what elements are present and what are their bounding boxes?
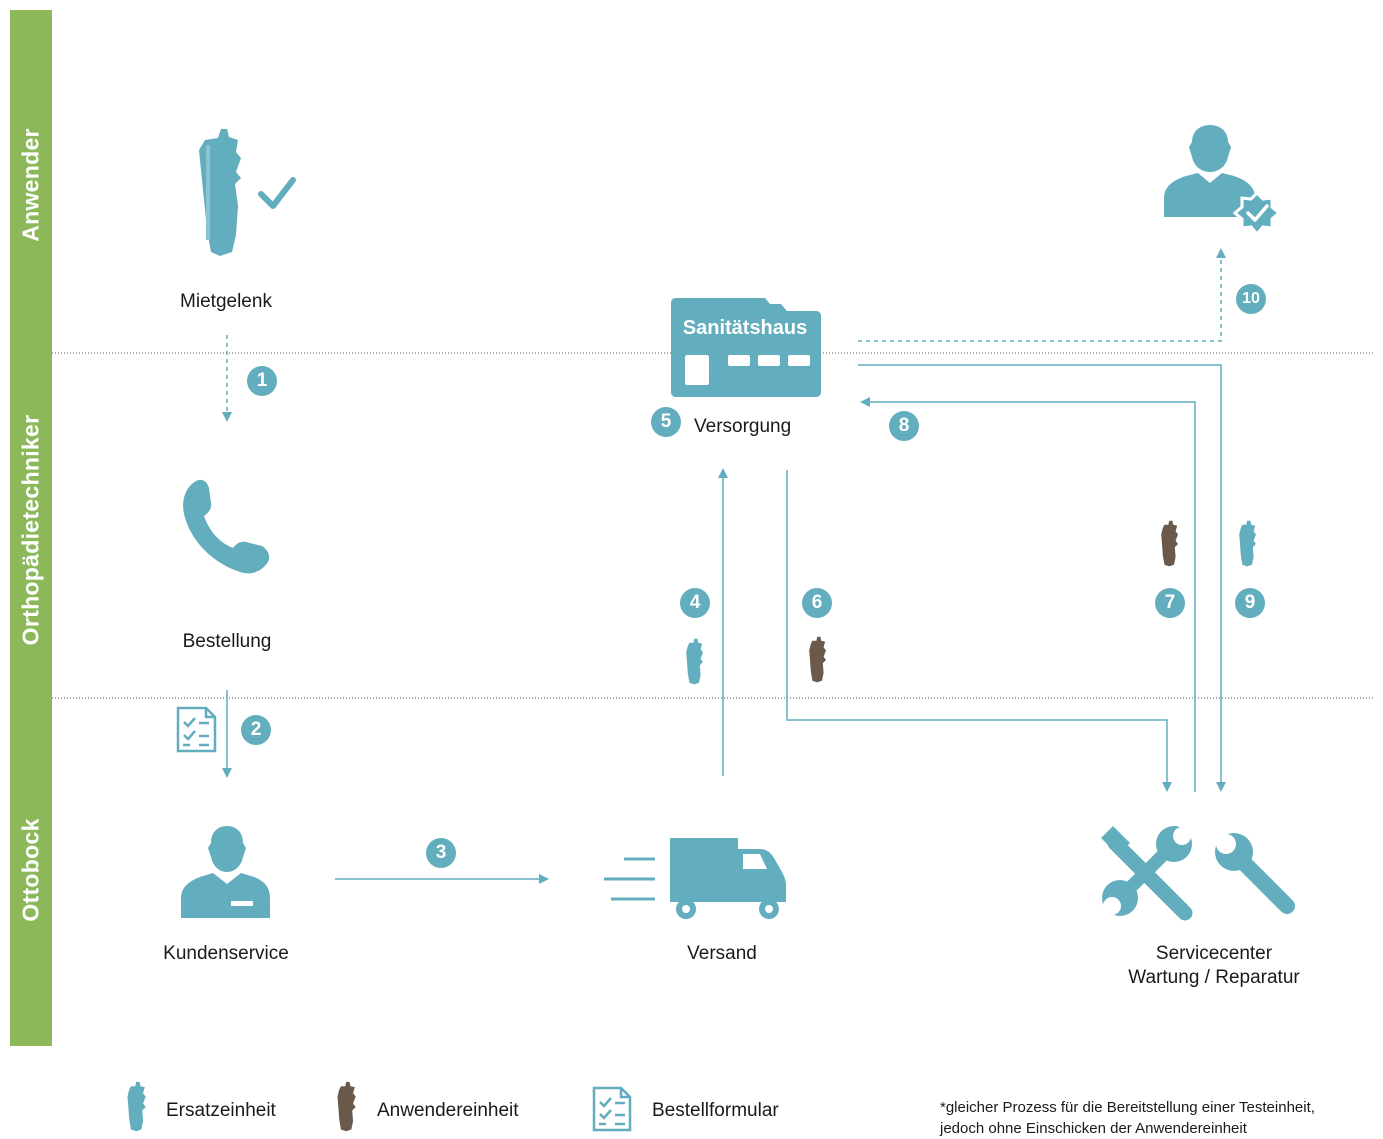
- service-agent-icon: [181, 826, 270, 918]
- lane-bar-ottobock: [10, 698, 52, 1046]
- truck-icon: [604, 838, 786, 919]
- footnote-line-1: *gleicher Prozess für die Bereitstellung…: [940, 1099, 1315, 1116]
- footnote-line-2: jedoch ohne Einschicken der Anwendereinh…: [940, 1120, 1247, 1137]
- lane-label-ottobock: Ottobock: [17, 818, 44, 922]
- step-badge-3: 3: [426, 838, 456, 868]
- legend-label-anwendereinheit: Anwendereinheit: [377, 1100, 519, 1121]
- node-label-servicecenter: Servicecenter: [1155, 943, 1273, 964]
- verified-user-icon: [1164, 125, 1282, 237]
- step-badge-6: 6: [802, 588, 832, 618]
- node-label-kundenservice: Kundenservice: [163, 943, 289, 964]
- lane-bar-orthopaedietechniker: [10, 353, 52, 698]
- lane-bar-anwender: [10, 10, 52, 353]
- step-badge-8: 8: [889, 411, 919, 441]
- lane-label-anwender: Anwender: [17, 128, 44, 242]
- user-unit-icon-step-6: [809, 636, 826, 683]
- lane-label-orthopaedietechniker: Orthopädietechniker: [17, 414, 44, 646]
- legend-replacement-unit-icon: [127, 1081, 146, 1132]
- legend-user-unit-icon: [337, 1081, 356, 1132]
- arrow-step-9: [858, 364, 1226, 792]
- replacement-unit-icon-step-4: [686, 638, 703, 685]
- arrow-step-6: [786, 470, 1172, 792]
- phone-icon: [183, 479, 270, 574]
- step-badge-9: 9: [1235, 588, 1265, 618]
- step-badge-10: 10: [1236, 284, 1266, 314]
- step-badge-2: 2: [241, 715, 271, 745]
- node-label-mietgelenk: Mietgelenk: [180, 291, 272, 312]
- step-badge-4: 4: [680, 588, 710, 618]
- node-label-versorgung: Versorgung: [694, 416, 792, 437]
- checkmark-icon: [258, 177, 296, 209]
- footnote: *gleicher Prozess für die Bereitstellung…: [940, 1097, 1315, 1139]
- wrench-icon: [1215, 833, 1295, 914]
- replacement-unit-icon-step-9: [1239, 520, 1256, 567]
- arrow-step-10: [858, 248, 1226, 342]
- legend-label-ersatzeinheit: Ersatzeinheit: [166, 1100, 276, 1121]
- node-label-wartung-reparatur: Wartung / Reparatur: [1128, 967, 1300, 988]
- node-label-versand: Versand: [687, 943, 757, 964]
- legend-label-bestellformular: Bestellformular: [652, 1100, 779, 1121]
- knee-joint-icon: [199, 129, 241, 256]
- user-unit-icon-step-7: [1161, 520, 1178, 567]
- arrow-step-8: [860, 397, 1196, 792]
- store-sign-text: Sanitätshaus: [682, 317, 808, 339]
- node-label-bestellung: Bestellung: [182, 631, 272, 652]
- checklist-icon: [176, 706, 217, 753]
- legend-checklist-icon: [592, 1086, 632, 1132]
- step-badge-7: 7: [1155, 588, 1185, 618]
- tools-icon: [1101, 826, 1193, 921]
- store-icon: [671, 298, 821, 397]
- step-badge-5: 5: [651, 407, 681, 437]
- step-badge-1: 1: [247, 366, 277, 396]
